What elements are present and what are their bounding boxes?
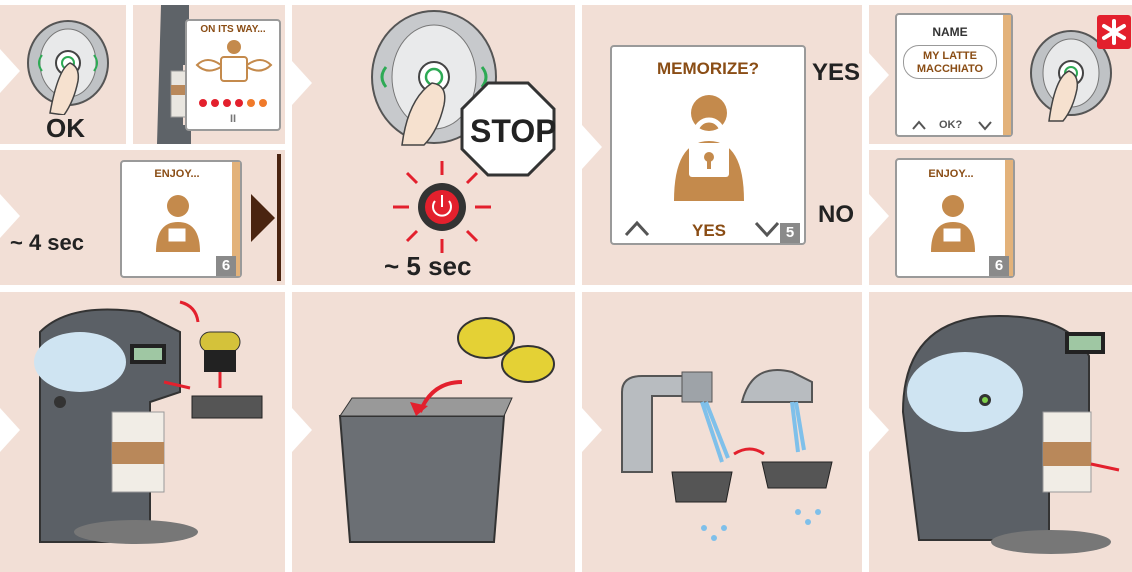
capsule-bin-icon bbox=[292, 292, 575, 572]
stop-label: STOP bbox=[470, 113, 557, 150]
enjoy-text: ENJOY... bbox=[122, 168, 240, 180]
arrow-up-icon[interactable] bbox=[911, 119, 927, 131]
asterisk-badge-icon bbox=[1097, 15, 1131, 49]
memorize-screen: MEMORIZE? YES 5 bbox=[610, 45, 806, 245]
name-value-line1: MY LATTE bbox=[904, 50, 996, 63]
panel-on-its-way: ON ITS WAY... II bbox=[133, 5, 285, 144]
arrow-down-icon[interactable] bbox=[752, 219, 782, 239]
name-value-line2: MACCHIATO bbox=[904, 63, 996, 76]
step-badge: 6 bbox=[989, 256, 1009, 276]
enjoy-screen: ENJOY... 6 bbox=[895, 158, 1015, 278]
panel-stop: STOP ~ 5 sec bbox=[292, 5, 575, 285]
person-cup-icon bbox=[148, 194, 208, 254]
duration-4-sec: ~ 4 sec bbox=[10, 230, 84, 256]
dial-button-icon bbox=[0, 5, 126, 115]
enjoy-text: ENJOY... bbox=[897, 168, 1013, 180]
arrow-up-icon[interactable] bbox=[622, 219, 652, 239]
panel-name: NAME MY LATTE MACCHIATO OK? bbox=[869, 5, 1132, 144]
panel-remove-capsule bbox=[0, 292, 285, 572]
cup-steam-icon bbox=[187, 37, 283, 97]
on-its-way-text: ON ITS WAY... bbox=[187, 24, 279, 35]
name-value-box[interactable]: MY LATTE MACCHIATO bbox=[903, 45, 997, 79]
panel-enjoy-4-sec: ~ 4 sec ENJOY... 6 bbox=[0, 150, 285, 285]
on-its-way-screen: ON ITS WAY... II bbox=[185, 19, 281, 131]
next-arrow-icon bbox=[245, 150, 285, 285]
yes-label: YES bbox=[812, 59, 860, 87]
panel-rinse bbox=[582, 292, 862, 572]
flow-arrow-icon bbox=[292, 61, 312, 105]
panel-enjoy: ENJOY... 6 bbox=[869, 150, 1132, 285]
progress-dots-icon bbox=[187, 97, 283, 109]
panel-press-ok: OK bbox=[0, 5, 126, 144]
name-title: NAME bbox=[897, 25, 1011, 39]
rinse-faucet-icon bbox=[582, 292, 862, 572]
power-button-icon bbox=[387, 157, 497, 257]
coffee-machine-icon bbox=[869, 292, 1132, 572]
flow-arrow-icon bbox=[869, 53, 889, 97]
ok-prompt[interactable]: OK? bbox=[939, 119, 962, 131]
enjoy-screen: ENJOY... 6 bbox=[120, 160, 242, 278]
panel-discard-capsule bbox=[292, 292, 575, 572]
memorize-text: MEMORIZE? bbox=[612, 59, 804, 79]
panel-memorize: MEMORIZE? YES 5 YES NO bbox=[582, 5, 862, 285]
name-screen: NAME MY LATTE MACCHIATO OK? bbox=[895, 13, 1013, 137]
panel-finished bbox=[869, 292, 1132, 572]
step-badge: 5 bbox=[780, 223, 800, 243]
duration-5-sec: ~ 5 sec bbox=[384, 251, 471, 282]
person-cup-icon bbox=[923, 194, 983, 254]
arrow-down-icon[interactable] bbox=[977, 119, 993, 131]
step-badge: 6 bbox=[216, 256, 236, 276]
no-label: NO bbox=[818, 201, 854, 229]
yes-option[interactable]: YES bbox=[692, 221, 726, 241]
coffee-machine-icon bbox=[0, 292, 285, 572]
ok-label: OK bbox=[46, 113, 85, 144]
flow-arrow-icon bbox=[582, 125, 602, 169]
lock-person-icon bbox=[664, 93, 754, 203]
pause-glyph: II bbox=[187, 113, 279, 125]
flow-arrow-icon bbox=[869, 194, 889, 238]
